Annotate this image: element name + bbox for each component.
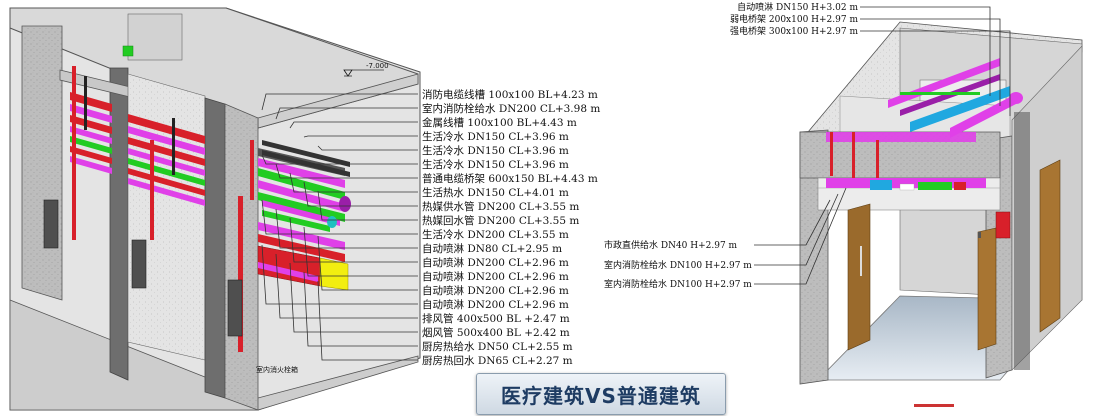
- callout-leader: [289, 172, 418, 193]
- callout-leader: [289, 217, 418, 263]
- callout-leader: [289, 262, 418, 333]
- callout-label: 自动喷淋 DN200 CL+2.96 m: [422, 284, 569, 297]
- right-building-section: [799, 21, 1083, 407]
- right-door-left-far: [977, 227, 997, 351]
- callout-label: 生活冷水 DN150 CL+3.96 m: [422, 144, 569, 157]
- callout-leader: [303, 226, 418, 277]
- left-shaft-pipe: [122, 45, 134, 57]
- callout-leader: [275, 208, 418, 249]
- right-top-callout-leader: [860, 18, 1001, 106]
- left-building-section: -7.000 室内消火栓箱: [9, 7, 421, 411]
- callout-label: 自动喷淋 DN200 CL+2.96 m: [422, 270, 569, 283]
- banner-title: 医疗建筑VS普通建筑: [501, 383, 701, 408]
- callout-leader: [275, 163, 418, 179]
- right-left-callout-leader: [754, 199, 831, 246]
- callout-leader: [317, 145, 418, 151]
- title-banner: 医疗建筑VS普通建筑: [476, 373, 726, 415]
- callout-leader: [303, 135, 418, 138]
- callout-leader: [275, 107, 418, 120]
- right-top-callout-label: 弱电桥架 200x100 H+2.97 m: [730, 13, 858, 25]
- right-door-right: [1039, 159, 1061, 333]
- right-top-callout-label: 强电桥架 300x100 H+2.97 m: [730, 25, 858, 37]
- callout-leader: [303, 271, 418, 347]
- left-column-1: [109, 67, 129, 381]
- callout-label: 厨房热回水 DN65 CL+2.27 m: [422, 354, 573, 367]
- right-hydrant-box: [995, 211, 1011, 239]
- callout-label: 生活冷水 DN200 CL+3.55 m: [422, 228, 569, 241]
- callout-label: 金属线槽 100x100 BL+4.43 m: [422, 116, 577, 129]
- left-pipe-rack-1: [70, 66, 112, 240]
- level-mark: -7.000: [343, 62, 389, 77]
- callout-label: 厨房热给水 DN50 CL+2.55 m: [422, 340, 573, 353]
- right-top-callout-label: 自动喷淋 DN150 H+3.02 m: [737, 1, 858, 13]
- callout-label: 烟风管 500x400 BL +2.42 m: [422, 326, 570, 339]
- right-pipe-bundle: [826, 58, 1023, 191]
- hydrant-box-1: [43, 199, 59, 249]
- svg-text:-7.000: -7.000: [366, 62, 389, 70]
- callout-label: 消防电缆线槽 100x100 BL+4.23 m: [422, 88, 598, 101]
- right-left-callout-label: 室内消防栓给水 DN100 H+2.97 m: [604, 259, 752, 271]
- right-left-callout-label: 室内消防栓给水 DN100 H+2.97 m: [604, 278, 752, 290]
- callout-leader: [303, 181, 418, 207]
- callout-leader: [261, 154, 418, 165]
- callout-label: 生活冷水 DN150 CL+3.96 m: [422, 130, 569, 143]
- hydrant-box-2: [131, 239, 147, 289]
- hydrant-label: 室内消火栓箱: [256, 365, 298, 374]
- left-concrete-wall: [21, 25, 63, 301]
- hydrant-box-3: [227, 279, 243, 337]
- right-left-callout-leader: [754, 187, 847, 285]
- callout-label: 排风管 400x500 BL +2.47 m: [422, 312, 570, 325]
- callout-label: 自动喷淋 DN80 CL+2.95 m: [422, 242, 562, 255]
- left-partition: [127, 73, 206, 361]
- left-pipe-rack-2: [128, 114, 205, 240]
- callout-label: 自动喷淋 DN200 CL+2.96 m: [422, 256, 569, 269]
- callout-label: 普通电缆桥架 600x150 BL+4.43 m: [422, 172, 598, 185]
- right-left-callouts: 市政直供给水 DN40 H+2.97 m 室内消防栓给水 DN100 H+2.97…: [604, 187, 847, 290]
- right-top-callout-leader: [860, 6, 991, 96]
- left-shaft: [127, 13, 183, 61]
- callout-label: 热媒回水管 DN200 CL+3.55 m: [422, 214, 579, 227]
- callout-label: 热媒供水管 DN200 CL+3.55 m: [422, 200, 579, 213]
- right-door-left: [847, 203, 871, 351]
- callout-leader: [317, 280, 418, 361]
- callout-leader: [275, 253, 418, 319]
- right-left-callout-label: 市政直供给水 DN40 H+2.97 m: [604, 239, 738, 251]
- callout-label: 生活冷水 DN150 CL+3.96 m: [422, 158, 569, 171]
- callout-label: 自动喷淋 DN200 CL+2.96 m: [422, 298, 569, 311]
- callout-leader: [261, 199, 418, 235]
- callout-label: 生活热水 DN150 CL+4.01 m: [422, 186, 569, 199]
- callout-leader: [317, 235, 418, 291]
- callout-leader: [261, 244, 418, 305]
- callout-label: 室内消防栓给水 DN200 CL+3.98 m: [422, 102, 600, 115]
- callout-leader: [317, 190, 418, 221]
- right-top-callout-leader: [860, 30, 1011, 116]
- left-column-2: [204, 97, 226, 399]
- left-pipe-rack-front: [238, 140, 351, 352]
- callout-leader: [289, 121, 418, 129]
- left-riser: [238, 196, 243, 352]
- right-left-callout-leader: [754, 193, 839, 266]
- callout-leader: [261, 93, 418, 111]
